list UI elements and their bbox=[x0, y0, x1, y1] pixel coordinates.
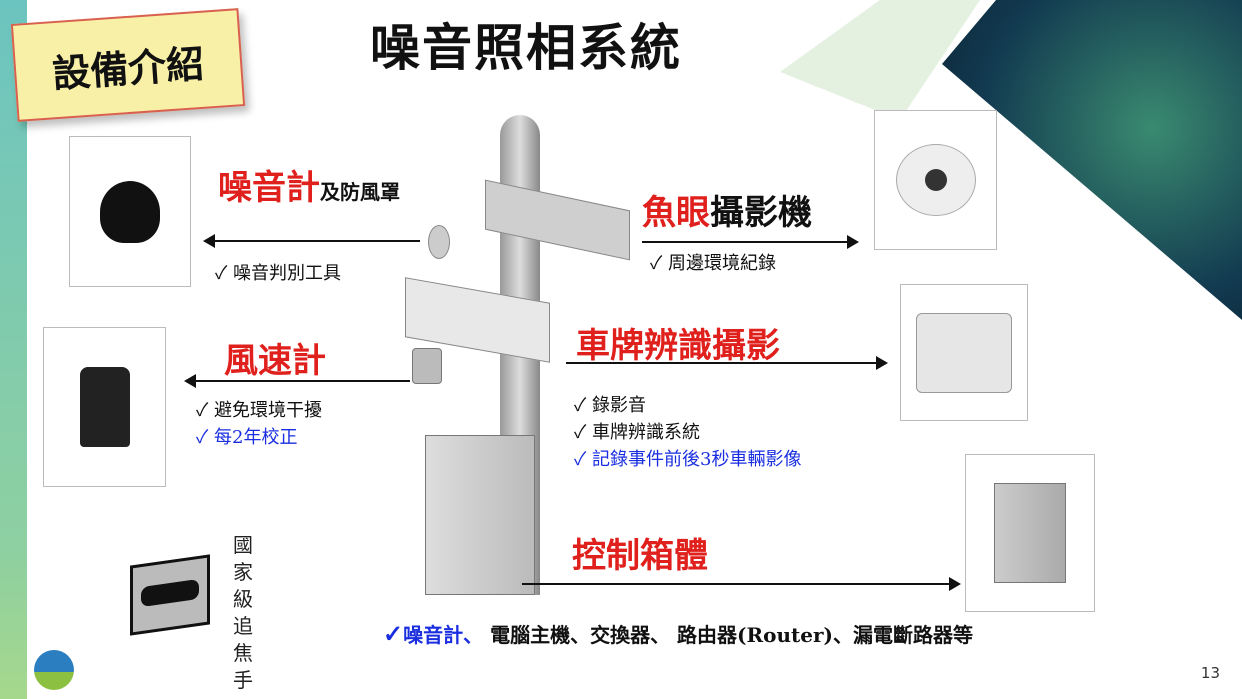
control-box-label: 控制箱體 bbox=[572, 536, 708, 576]
arrow-right bbox=[642, 235, 859, 249]
arrow-left bbox=[203, 234, 420, 248]
section-tag: 設備介紹 bbox=[10, 8, 246, 122]
noise-meter-photo bbox=[69, 136, 191, 287]
mascot-drawing bbox=[130, 554, 210, 636]
fisheye-item: ✓ 周邊環境紀錄 bbox=[650, 253, 777, 274]
plate-camera-items: ✓ 錄影音 ✓ 車牌辨識系統 ✓ 記錄事件前後3秒車輛影像 bbox=[574, 395, 802, 470]
wind-meter-label: 風速計 bbox=[224, 341, 326, 381]
noise-meter-label: 噪音計及防風罩 bbox=[218, 168, 400, 208]
plate-camera-photo bbox=[900, 284, 1028, 421]
mascot-caption: 國家級追焦手 bbox=[233, 533, 253, 692]
control-box-photo bbox=[965, 454, 1095, 612]
slide-title: 噪音照相系統 bbox=[370, 19, 682, 77]
noise-meter-illustration bbox=[428, 225, 450, 259]
fisheye-label: 魚眼攝影機 bbox=[642, 193, 812, 233]
arrow-right bbox=[566, 356, 888, 370]
wind-meter-items: ✓ 避免環境干擾 ✓ 每2年校正 bbox=[196, 400, 323, 448]
agency-logo bbox=[34, 650, 74, 690]
arrow-left bbox=[184, 374, 410, 388]
plate-camera-label: 車牌辨識攝影 bbox=[576, 326, 780, 366]
anemometer-illustration bbox=[412, 348, 442, 384]
control-box-illustration bbox=[425, 435, 535, 595]
noise-meter-item: ✓ 噪音判別工具 bbox=[215, 263, 342, 284]
anemometer-photo bbox=[43, 327, 166, 487]
control-box-contents: ✓噪音計、 電腦主機、交換器、 路由器(Router)、漏電斷路器等 bbox=[383, 619, 973, 648]
arrow-right bbox=[522, 577, 961, 591]
fisheye-camera-photo bbox=[874, 110, 997, 250]
page-number: 13 bbox=[1200, 664, 1220, 682]
